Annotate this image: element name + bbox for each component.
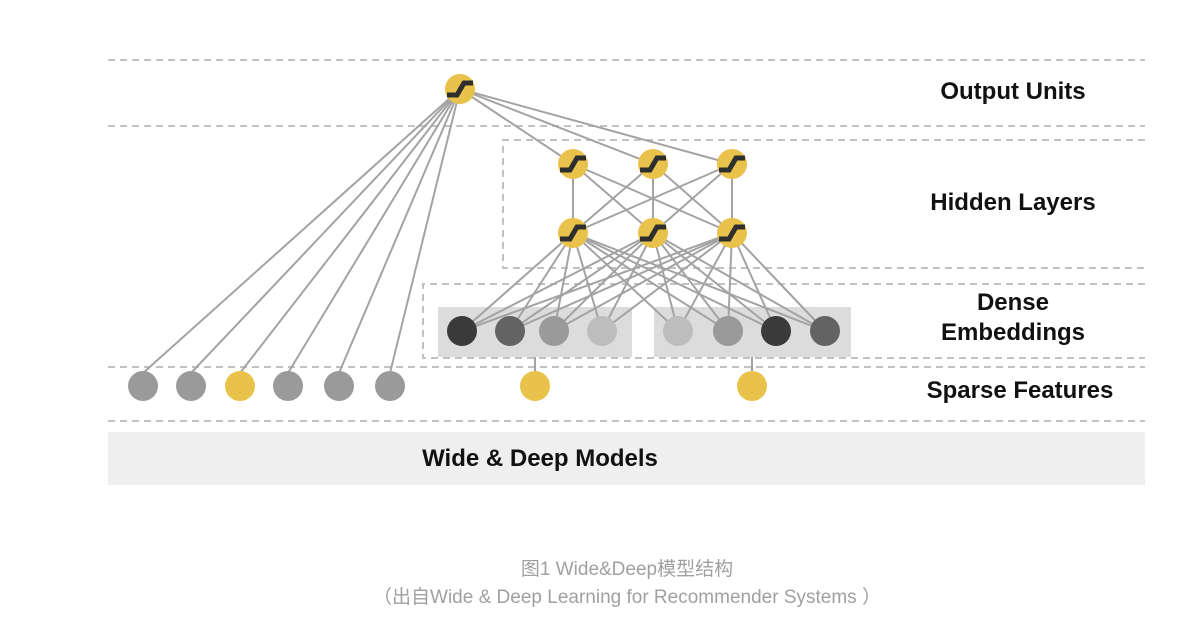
embedding-node — [810, 316, 840, 346]
hidden-embedding-edge — [461, 232, 574, 332]
hidden-hidden-edge — [652, 163, 733, 234]
hidden-embedding-edge — [461, 232, 654, 332]
sparse-wide-node — [273, 371, 303, 401]
embedding-node — [539, 316, 569, 346]
hidden-embedding-edge — [572, 232, 729, 332]
wide-edge — [190, 88, 461, 374]
figure-caption-source: （出自Wide & Deep Learning for Recommender … — [373, 587, 881, 608]
sparse-wide-node — [225, 371, 255, 401]
hidden-embedding-edge — [553, 232, 574, 332]
hidden-hidden-edge — [572, 163, 654, 234]
hidden-embedding-edge — [727, 232, 733, 332]
hidden-layer-1-node — [558, 218, 588, 248]
hidden-embedding-edge — [572, 232, 777, 332]
wide-edge — [239, 88, 461, 374]
dense-embeddings-box — [422, 283, 1145, 359]
hidden-embedding-edge — [461, 232, 733, 332]
hidden-embedding-edge — [652, 232, 826, 332]
sparse-deep-node — [520, 371, 550, 401]
hidden-embedding-edge — [731, 232, 777, 332]
wide-edge — [287, 88, 461, 374]
sparse-wide-node — [128, 371, 158, 401]
embedding-node — [663, 316, 693, 346]
wide-edge — [142, 88, 461, 374]
hidden-embedding-edge — [509, 232, 654, 332]
hidden-embedding-edge — [553, 232, 654, 332]
embedding-node — [447, 316, 477, 346]
hidden-embedding-edge — [572, 232, 826, 332]
sparse-wide-node — [375, 371, 405, 401]
label-output-units: Output Units — [940, 78, 1085, 105]
banner-title: Wide & Deep Models — [422, 445, 658, 472]
sparse-wide-node — [176, 371, 206, 401]
output-hidden-edge — [459, 88, 654, 165]
sparse-wide-node — [324, 371, 354, 401]
wide-edge — [338, 88, 461, 374]
network-edges — [142, 88, 826, 374]
hidden-layer-2-node — [558, 149, 588, 179]
network-nodes — [128, 74, 840, 401]
label-dense-embeddings-1: Dense — [977, 289, 1049, 316]
label-dense-embeddings-2: Embeddings — [941, 319, 1085, 346]
hidden-layer-1-node — [717, 218, 747, 248]
sigmoid-activation-icon — [447, 80, 473, 98]
hidden-layer-2-node — [717, 149, 747, 179]
embedding-node — [761, 316, 791, 346]
hidden-embedding-edge — [509, 232, 733, 332]
hidden-hidden-edge — [572, 163, 733, 234]
hidden-embedding-edge — [572, 232, 603, 332]
embedding-node — [587, 316, 617, 346]
sparse-deep-node — [737, 371, 767, 401]
sigmoid-activation-icon — [640, 224, 666, 242]
sigmoid-activation-icon — [560, 155, 586, 173]
sigmoid-activation-icon — [560, 224, 586, 242]
hidden-embedding-edge — [652, 232, 777, 332]
output-hidden-edge — [459, 88, 733, 165]
sigmoid-activation-icon — [640, 155, 666, 173]
hidden-embedding-edge — [601, 232, 654, 332]
hidden-embedding-edge — [572, 232, 679, 332]
embedding-node — [495, 316, 525, 346]
layer-separators — [108, 59, 1145, 422]
label-hidden-layers: Hidden Layers — [930, 189, 1095, 216]
embedding-node — [713, 316, 743, 346]
wide-edge — [389, 88, 461, 374]
label-sparse-features: Sparse Features — [927, 377, 1114, 404]
hidden-embedding-edge — [677, 232, 733, 332]
hidden-embedding-edge — [731, 232, 826, 332]
hidden-embedding-edge — [553, 232, 733, 332]
hidden-embedding-edge — [652, 232, 729, 332]
output-unit-node — [445, 74, 475, 104]
figure-caption-title: 图1 Wide&Deep模型结构 — [520, 559, 734, 580]
hidden-layer-1-node — [638, 218, 668, 248]
hidden-embedding-edge — [601, 232, 733, 332]
sigmoid-activation-icon — [719, 224, 745, 242]
wide-deep-banner — [108, 432, 1145, 485]
output-hidden-edge — [459, 88, 574, 165]
hidden-layer-2-node — [638, 149, 668, 179]
sigmoid-activation-icon — [719, 155, 745, 173]
hidden-embedding-edge — [509, 232, 574, 332]
